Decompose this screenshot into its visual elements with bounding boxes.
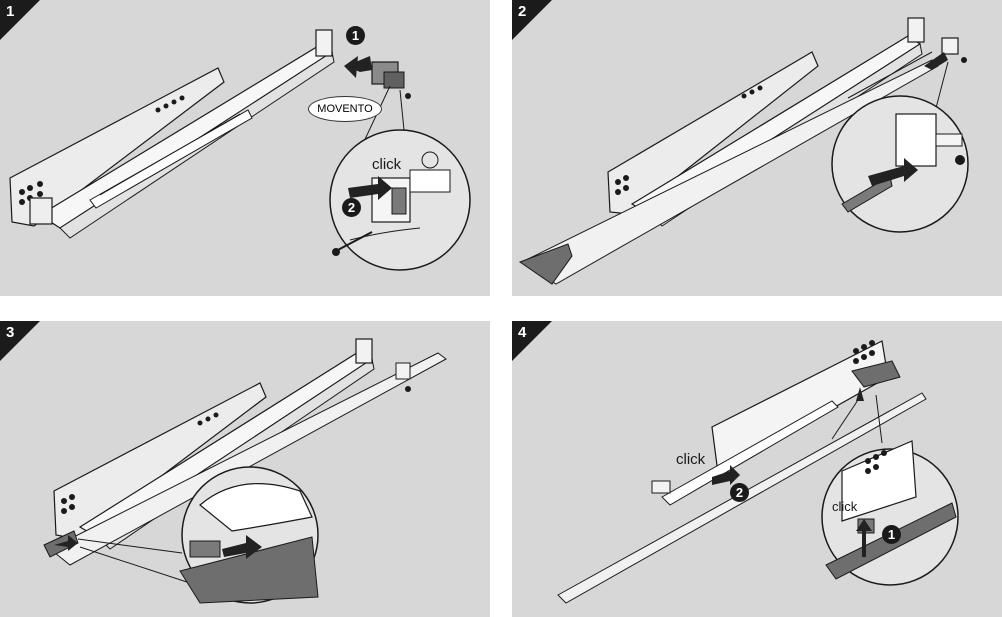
back-plate bbox=[9, 67, 225, 227]
locking-device bbox=[395, 362, 411, 380]
step-badge-1: 1 bbox=[346, 26, 365, 45]
back-plate bbox=[607, 51, 819, 215]
step-badge-2: 2 bbox=[730, 483, 749, 502]
zoom-detail-3 bbox=[179, 466, 319, 604]
rail-end-cap bbox=[518, 243, 573, 285]
step-corner-triangle bbox=[512, 0, 552, 40]
step-corner-triangle bbox=[512, 321, 552, 361]
back-plate bbox=[53, 382, 267, 540]
step-badge-1: 1 bbox=[882, 525, 901, 544]
step-number: 4 bbox=[518, 324, 527, 341]
step-1-illustration bbox=[9, 29, 471, 271]
locking-device bbox=[941, 37, 959, 55]
plate-holes bbox=[615, 85, 763, 195]
step-4-panel: 4 click click 2 1 bbox=[512, 321, 1002, 617]
click-label-zoom: click bbox=[832, 499, 858, 514]
click-label-left: click bbox=[676, 451, 706, 468]
front-bracket bbox=[29, 197, 53, 225]
slide-outer-rail bbox=[38, 44, 334, 229]
step-3-panel: 3 bbox=[0, 321, 490, 617]
step-number: 1 bbox=[6, 3, 15, 20]
brand-label: MOVENTO bbox=[317, 103, 373, 115]
rear-bracket bbox=[907, 17, 925, 43]
zoom-detail-2 bbox=[831, 95, 969, 233]
floor-rail bbox=[49, 352, 447, 566]
rear-bracket bbox=[315, 29, 333, 57]
step-corner-triangle bbox=[0, 321, 40, 361]
plate-holes bbox=[853, 340, 875, 364]
locking-device bbox=[371, 61, 411, 99]
rear-clip bbox=[851, 360, 901, 388]
brand-oval: MOVENTO bbox=[308, 96, 382, 122]
front-clip bbox=[651, 480, 671, 494]
plate-holes bbox=[61, 412, 219, 514]
slide-rail bbox=[661, 400, 839, 506]
step-number: 2 bbox=[518, 3, 527, 20]
step-corner-triangle bbox=[0, 0, 40, 40]
rear-bracket bbox=[355, 338, 373, 364]
step-3-illustration bbox=[43, 338, 447, 604]
back-plate bbox=[711, 340, 889, 474]
step-4-illustration bbox=[557, 340, 959, 604]
plate-holes bbox=[19, 95, 185, 205]
zoom-detail-1 bbox=[329, 129, 471, 271]
step-number: 3 bbox=[6, 324, 15, 341]
click-label: click bbox=[372, 156, 402, 173]
step-1-panel: 1 1 2 MOVENTO click bbox=[0, 0, 490, 296]
step-2-panel: 2 bbox=[512, 0, 1002, 296]
step-2-illustration bbox=[518, 17, 969, 285]
step-badge-2: 2 bbox=[342, 198, 361, 217]
